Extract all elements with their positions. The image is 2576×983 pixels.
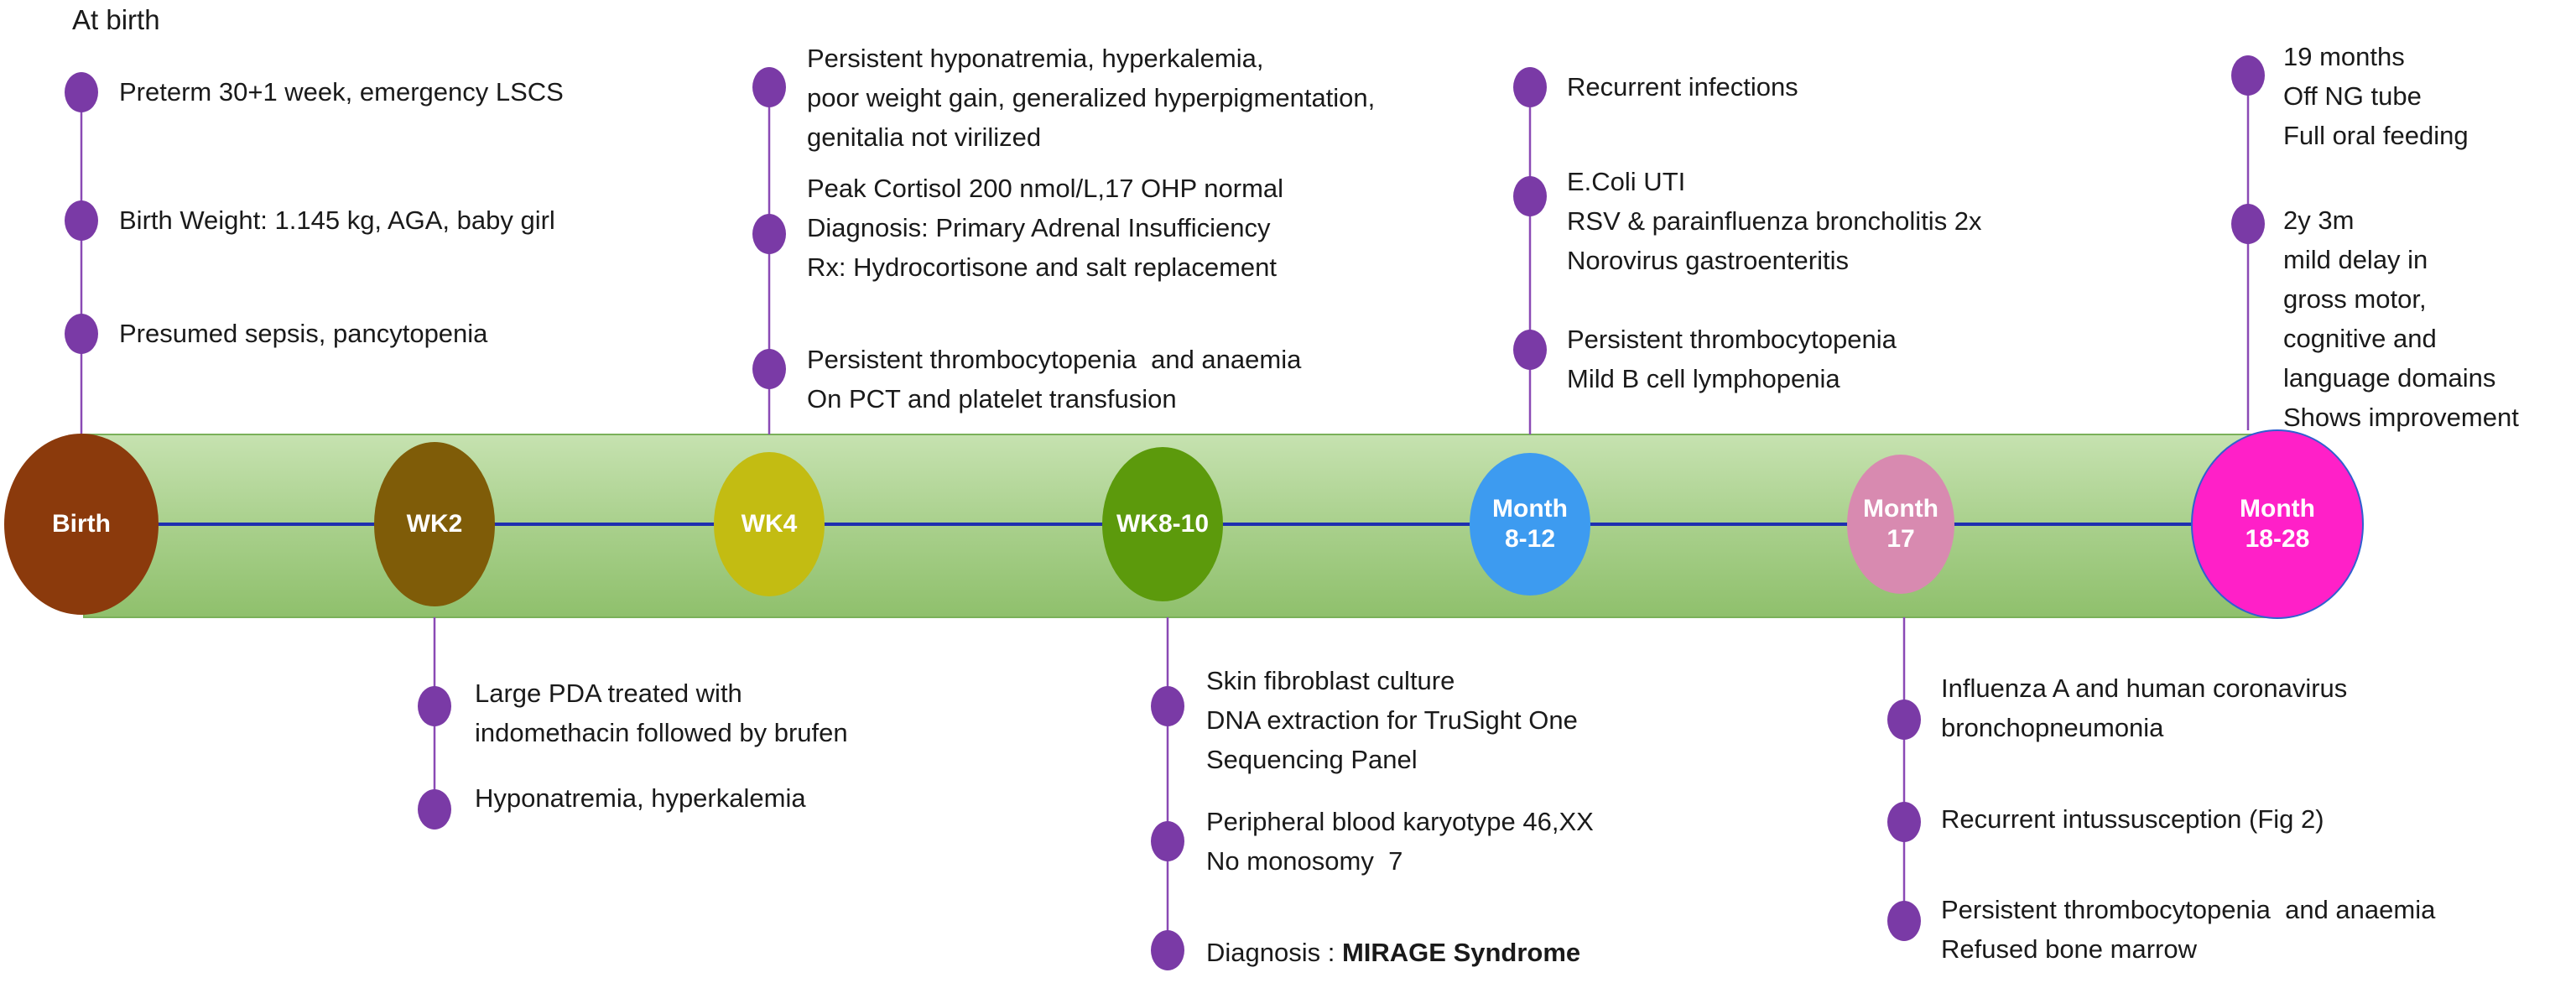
milestone-label-wk2: WK2 [406, 510, 463, 538]
bullet-marker-above-0-0 [65, 72, 98, 112]
bullet-marker-above-2-1 [1513, 176, 1547, 216]
event-text-below-1-1: Peripheral blood karyotype 46,XX No mono… [1206, 807, 1594, 876]
event-text-above-2-2: Persistent thrombocytopenia Mild B cell … [1567, 325, 1897, 393]
event-text-above-0-0: Preterm 30+1 week, emergency LSCS [119, 77, 564, 107]
event-text-above-1-1: Peak Cortisol 200 nmol/L,17 OHP normal D… [807, 174, 1284, 282]
milestone-label-month-8-12: Month 8-12 [1492, 495, 1568, 553]
bullet-marker-above-0-2 [65, 314, 98, 354]
event-text-above-0-1: Birth Weight: 1.145 kg, AGA, baby girl [119, 205, 555, 235]
bullet-marker-below-0-1 [418, 789, 451, 830]
bullet-marker-below-2-0 [1887, 700, 1921, 740]
event-text-below-2-1: Recurrent intussusception (Fig 2) [1941, 804, 2324, 834]
bullet-marker-above-3-0 [2231, 55, 2265, 96]
bullet-marker-above-1-0 [752, 67, 786, 107]
bullet-marker-above-2-0 [1513, 67, 1547, 107]
event-text-below-1-0: Skin fibroblast culture DNA extraction f… [1206, 666, 1578, 774]
event-text-above-3-0: 19 months Off NG tube Full oral feeding [2283, 42, 2469, 150]
event-text-below-2-2: Persistent thrombocytopenia and anaemia … [1941, 895, 2436, 964]
milestone-node-month-17 [1847, 455, 1954, 594]
bullet-marker-below-2-2 [1887, 901, 1921, 941]
bullet-marker-below-1-1 [1151, 821, 1184, 861]
milestone-label-month-17: Month 17 [1863, 495, 1939, 553]
milestone-label-wk8-10: WK8-10 [1116, 510, 1210, 538]
event-text-above-2-0: Recurrent infections [1567, 72, 1798, 101]
milestone-node-month-18-28 [2191, 429, 2364, 619]
page-heading: At birth [72, 4, 160, 35]
event-text-below-0-1: Hyponatremia, hyperkalemia [475, 783, 806, 813]
milestone-label-birth: Birth [52, 510, 111, 538]
event-text-above-2-1: E.Coli UTI RSV & parainfluenza broncholi… [1567, 167, 1982, 275]
bullet-marker-above-2-2 [1513, 330, 1547, 370]
bullet-marker-below-1-0 [1151, 686, 1184, 726]
event-text-below-2-0: Influenza A and human coronavirus bronch… [1941, 674, 2348, 742]
milestone-node-wk4 [714, 452, 825, 596]
event-text-above-1-2: Persistent thrombocytopenia and anaemia … [807, 345, 1302, 413]
diagnosis-bold-text: MIRAGE Syndrome [1341, 938, 1581, 967]
bullet-marker-above-0-1 [65, 200, 98, 241]
event-text-below-0-0: Large PDA treated with indomethacin foll… [475, 679, 848, 747]
bullet-markers [65, 55, 2265, 970]
milestone-label-month-18-28: Month 18-28 [2240, 495, 2315, 553]
milestone-node-month-8-12 [1470, 453, 1590, 596]
bullet-marker-below-0-0 [418, 686, 451, 726]
bullet-marker-above-1-2 [752, 349, 786, 389]
event-text-below-1-2: Diagnosis : MIRAGE Syndrome [1206, 938, 1581, 967]
bullet-marker-above-1-1 [752, 214, 786, 254]
bullet-marker-below-1-2 [1151, 930, 1184, 970]
bullet-marker-above-3-1 [2231, 204, 2265, 244]
milestone-label-wk4: WK4 [741, 510, 798, 538]
event-text-above-0-2: Presumed sepsis, pancytopenia [119, 319, 488, 348]
milestone-nodes [4, 429, 2364, 619]
event-text-above-3-1: 2y 3m mild delay in gross motor, cogniti… [2283, 205, 2519, 432]
milestone-node-birth [4, 434, 159, 615]
milestone-node-wk8-10 [1102, 447, 1223, 601]
event-text-above-1-0: Persistent hyponatremia, hyperkalemia, p… [807, 44, 1376, 152]
milestone-node-wk2 [374, 442, 495, 606]
bullet-marker-below-2-1 [1887, 802, 1921, 842]
